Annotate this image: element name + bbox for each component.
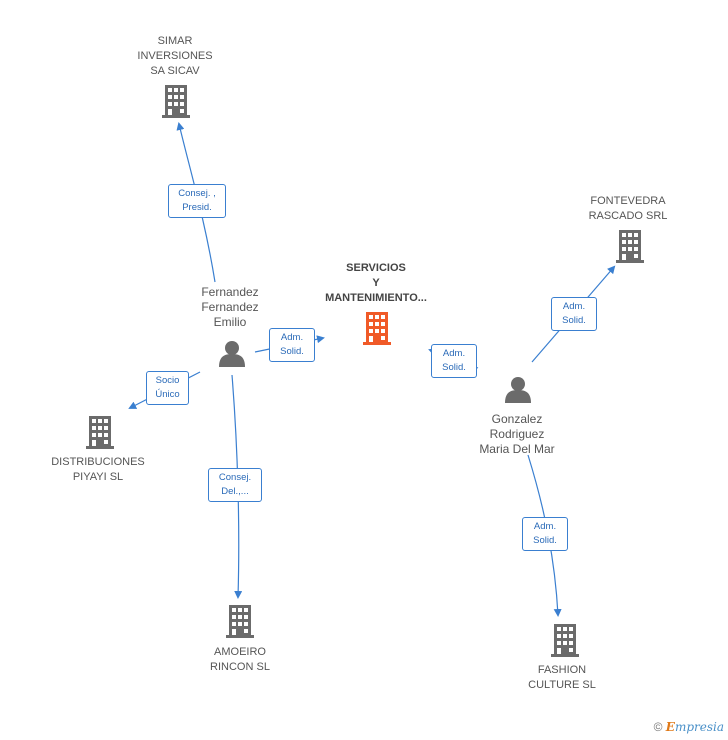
edge-label-fernandez-simar: Consej. , Presid. [168, 184, 226, 218]
edge-label-fernandez-main: Adm. Solid. [269, 328, 315, 362]
building-icon-simar [162, 85, 190, 118]
node-label-simar[interactable]: SIMAR INVERSIONES SA SICAV [137, 35, 213, 77]
edge-label-gonzalez-fashion: Adm. Solid. [522, 517, 568, 551]
node-label-main[interactable]: SERVICIOS Y MANTENIMIENTO... [325, 262, 427, 304]
building-icon-fontevedra [616, 230, 644, 263]
edge-label-fernandez-distribuciones: Socio Único [146, 371, 189, 405]
building-icon-amoeiro [226, 605, 254, 638]
person-icon-gonzalez [505, 377, 531, 403]
node-label-fashion[interactable]: FASHION CULTURE SL [528, 664, 596, 691]
building-icon-distribuciones [86, 416, 114, 449]
person-icon-fernandez [219, 341, 245, 367]
brand-logo-initial: E [665, 720, 675, 734]
edge-label-gonzalez-main: Adm. Solid. [431, 344, 477, 378]
brand-watermark: © Empresia [654, 720, 724, 734]
building-icon-main [363, 312, 391, 345]
copyright-icon: © [653, 720, 663, 734]
node-label-distribuciones[interactable]: DISTRIBUCIONES PIYAYI SL [51, 456, 145, 483]
building-icon-fashion [551, 624, 579, 657]
node-label-amoeiro[interactable]: AMOEIRO RINCON SL [210, 646, 270, 673]
brand-logo-text: mpresia [674, 720, 724, 734]
node-label-fernandez[interactable]: Fernandez Fernandez Emilio [201, 285, 259, 329]
edge-label-fernandez-amoeiro: Consej. Del.,... [208, 468, 262, 502]
node-label-gonzalez[interactable]: Gonzalez Rodriguez Maria Del Mar [479, 412, 555, 456]
edge-label-gonzalez-fontevedra: Adm. Solid. [551, 297, 597, 331]
node-label-fontevedra[interactable]: FONTEVEDRA RASCADO SRL [588, 195, 668, 222]
